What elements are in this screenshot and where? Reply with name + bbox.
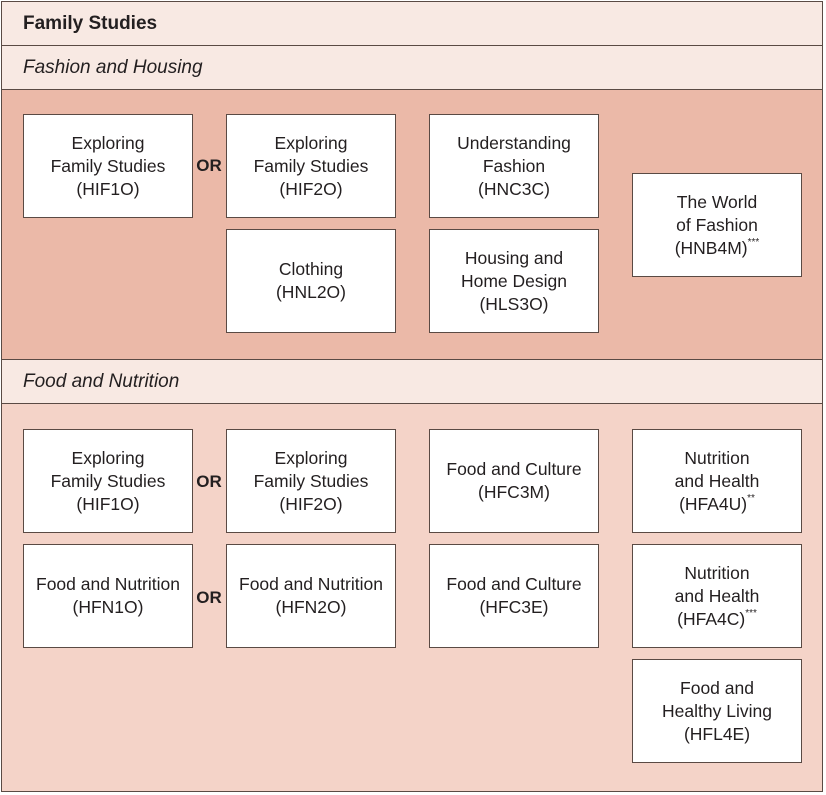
course-code: (HFC3M) (478, 482, 550, 502)
course-box-hif1o: Exploring Family Studies (HIF1O) (23, 114, 193, 218)
section-title: Fashion and Housing (23, 56, 203, 78)
section-body-fashion-housing: Exploring Family Studies (HIF1O) OR Expl… (2, 90, 822, 360)
course-line: Family Studies (50, 470, 166, 491)
course-line: Home Design (460, 270, 568, 291)
course-line: Housing and (464, 247, 564, 268)
course-code: (HFL4E) (683, 723, 751, 744)
course-line: and Health (674, 470, 760, 491)
course-line: Family Studies (50, 155, 166, 176)
course-line: Food and Culture (446, 459, 582, 479)
course-line: The World (676, 191, 758, 212)
course-code: (HNL2O) (275, 282, 346, 302)
course-box-hfa4u: Nutrition and Health (HFA4U)** (632, 429, 802, 533)
course-line: Exploring (71, 447, 145, 468)
course-box-hif2o: Exploring Family Studies (HIF2O) (226, 114, 396, 218)
course-code: (HFN1O) (72, 597, 144, 617)
course-line: Healthy Living (662, 700, 772, 721)
course-box-hnb4m: The World of Fashion (HNB4M)*** (632, 173, 802, 277)
course-box-hfn1o: Food and Nutrition (HFN1O) (23, 544, 193, 648)
course-code: (HIF2O) (279, 178, 343, 199)
course-line: and Health (674, 585, 760, 606)
or-connector: OR (196, 588, 222, 607)
section-header-fashion-housing: Fashion and Housing (2, 46, 822, 90)
course-box-hfa4c: Nutrition and Health (HFA4C)*** (632, 544, 802, 648)
course-code: (HFA4C) (677, 608, 746, 629)
course-code: (HNC3C) (478, 178, 550, 199)
course-line: Nutrition (684, 562, 750, 583)
course-code: (HIF1O) (76, 178, 140, 199)
footnote-marker: ** (747, 492, 755, 504)
course-code: (HFC3E) (479, 597, 549, 617)
course-line: Clothing (278, 259, 344, 279)
course-line: Fashion (482, 155, 546, 176)
course-box-hif2o: Exploring Family Studies (HIF2O) (226, 429, 396, 533)
section-title: Food and Nutrition (23, 370, 180, 392)
or-connector: OR (196, 156, 222, 175)
course-code: (HIF2O) (279, 493, 343, 514)
course-code-line: (HNB4M)*** (675, 237, 760, 260)
course-line: Nutrition (684, 447, 750, 468)
course-code-line: (HFA4C)*** (677, 608, 757, 631)
course-box-hfl4e: Food and Healthy Living (HFL4E) (632, 659, 802, 763)
course-line: Exploring (274, 447, 348, 468)
course-line: Family Studies (253, 470, 369, 491)
course-code: (HIF1O) (76, 493, 140, 514)
footnote-marker: *** (747, 236, 760, 248)
or-connector: OR (196, 472, 222, 491)
section-body-food-nutrition: Exploring Family Studies (HIF1O) OR Expl… (2, 404, 822, 791)
course-line: Family Studies (253, 155, 369, 176)
course-box-hnl2o: Clothing (HNL2O) (226, 229, 396, 333)
course-code-line: (HFA4U)** (679, 493, 755, 516)
course-code: (HFA4U) (679, 493, 748, 514)
course-line: Food and Nutrition (239, 574, 383, 594)
course-box-hif1o: Exploring Family Studies (HIF1O) (23, 429, 193, 533)
course-code: (HLS3O) (479, 293, 549, 314)
course-code: (HNB4M) (674, 237, 748, 258)
course-box-hls3o: Housing and Home Design (HLS3O) (429, 229, 599, 333)
footnote-marker: *** (745, 607, 757, 619)
page-title: Family Studies (23, 12, 158, 34)
course-line: Exploring (71, 132, 145, 153)
course-line: Understanding (457, 132, 571, 153)
title-band: Family Studies (2, 2, 822, 46)
course-line: Exploring (274, 132, 348, 153)
course-box-hfc3m: Food and Culture (HFC3M) (429, 429, 599, 533)
course-line: Food and Culture (446, 574, 582, 594)
course-code: (HFN2O) (275, 597, 347, 617)
course-line: Food and Nutrition (36, 574, 180, 594)
course-line: Food and (680, 677, 754, 698)
section-header-food-nutrition: Food and Nutrition (2, 360, 822, 404)
course-box-hnc3c: Understanding Fashion (HNC3C) (429, 114, 599, 218)
course-box-hfc3e: Food and Culture (HFC3E) (429, 544, 599, 648)
course-line: of Fashion (676, 214, 758, 235)
course-box-hfn2o: Food and Nutrition (HFN2O) (226, 544, 396, 648)
